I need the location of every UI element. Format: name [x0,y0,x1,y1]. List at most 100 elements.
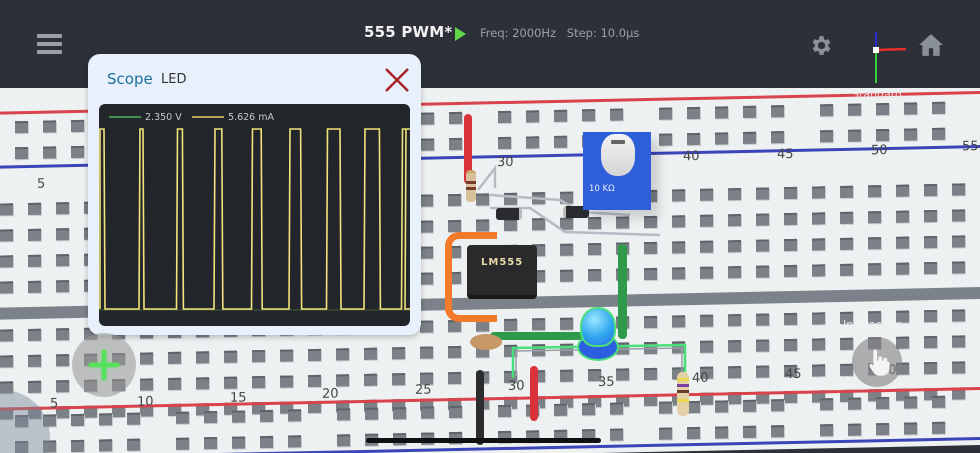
gear-icon[interactable] [808,33,833,58]
breadboard-hole[interactable] [728,366,741,379]
breadboard-hole[interactable] [232,436,245,449]
breadboard-hole[interactable] [840,263,853,276]
breadboard-hole[interactable] [420,320,433,333]
breadboard-hole[interactable] [498,110,511,124]
breadboard-hole[interactable] [812,364,825,377]
resistor-bottom[interactable] [677,372,689,416]
breadboard-hole[interactable] [224,350,237,363]
breadboard-hole[interactable] [288,435,301,448]
breadboard-hole[interactable] [924,361,937,375]
breadboard-hole[interactable] [28,380,41,393]
breadboard-hole[interactable] [99,439,112,452]
breadboard-hole[interactable] [43,120,56,133]
breadboard-hole[interactable] [71,145,84,159]
breadboard-hole[interactable] [784,238,797,252]
breadboard-hole[interactable] [728,314,741,327]
breadboard-hole[interactable] [924,183,937,197]
breadboard-hole[interactable] [554,109,567,122]
breadboard-hole[interactable] [771,425,784,438]
breadboard-hole[interactable] [924,209,937,223]
breadboard-hole[interactable] [127,438,140,451]
breadboard-hole[interactable] [420,346,433,359]
resistor-top[interactable] [466,170,476,202]
breadboard-hole[interactable] [896,210,909,223]
breadboard-hole[interactable] [421,112,434,125]
breadboard-hole[interactable] [840,237,853,250]
breadboard-hole[interactable] [554,403,567,416]
breadboard-hole[interactable] [876,422,889,436]
red-wire-top[interactable] [464,114,472,184]
breadboard-hole[interactable] [526,110,539,123]
breadboard-hole[interactable] [0,355,13,368]
breadboard-hole[interactable] [0,229,13,242]
breadboard-hole[interactable] [364,347,377,360]
breadboard-hole[interactable] [771,105,784,118]
breadboard-hole[interactable] [204,437,217,450]
breadboard-hole[interactable] [876,396,889,410]
breadboard-hole[interactable] [743,131,756,145]
breadboard-hole[interactable] [610,108,623,121]
breadboard-hole[interactable] [840,363,853,376]
breadboard-hole[interactable] [449,405,462,419]
breadboard-hole[interactable] [71,439,84,453]
breadboard-hole[interactable] [896,236,909,249]
breadboard-hole[interactable] [393,407,406,420]
black-wire[interactable] [476,370,484,445]
ceramic-capacitor[interactable] [470,334,502,350]
breadboard-hole[interactable] [700,240,713,253]
breadboard-hole[interactable] [784,212,797,226]
breadboard-hole[interactable] [848,397,861,410]
breadboard-hole[interactable] [771,399,784,412]
breadboard-hole[interactable] [0,255,13,268]
breadboard-hole[interactable] [526,136,539,149]
breadboard-hole[interactable] [554,135,567,148]
breadboard-hole[interactable] [659,107,672,120]
breadboard-hole[interactable] [176,437,189,450]
breadboard-hole[interactable] [0,203,13,216]
breadboard-hole[interactable] [421,406,434,419]
breadboard-hole[interactable] [659,401,672,414]
breadboard-hole[interactable] [924,235,937,249]
breadboard-hole[interactable] [421,138,434,151]
breadboard-hole[interactable] [56,254,69,267]
breadboard-hole[interactable] [896,336,909,349]
breadboard-hole[interactable] [56,228,69,241]
breadboard-hole[interactable] [176,411,189,424]
breadboard-hole[interactable] [784,312,797,326]
breadboard-hole[interactable] [252,350,265,363]
breadboard-hole[interactable] [659,133,672,146]
breadboard-hole[interactable] [610,428,623,441]
breadboard-hole[interactable] [924,335,937,349]
breadboard-hole[interactable] [952,309,965,322]
breadboard-hole[interactable] [232,410,245,423]
breadboard-hole[interactable] [644,267,657,281]
breadboard-hole[interactable] [28,228,41,241]
breadboard-hole[interactable] [448,345,461,359]
potentiometer-knob[interactable] [601,134,635,176]
breadboard-hole[interactable] [952,183,965,196]
breadboard-hole[interactable] [672,267,685,280]
breadboard-hole[interactable] [812,338,825,351]
breadboard-hole[interactable] [728,240,741,253]
breadboard-hole[interactable] [365,407,378,420]
breadboard-hole[interactable] [71,119,84,133]
breadboard-hole[interactable] [743,425,756,439]
breadboard-hole[interactable] [756,365,769,378]
breadboard-hole[interactable] [820,104,833,117]
breadboard-hole[interactable] [56,202,69,215]
breadboard-hole[interactable] [924,261,937,275]
breadboard-hole[interactable] [420,194,433,207]
add-component-button[interactable] [72,333,136,397]
breadboard-hole[interactable] [15,120,28,134]
breadboard-hole[interactable] [43,146,56,159]
breadboard-hole[interactable] [28,280,41,293]
breadboard-hole[interactable] [812,212,825,225]
breadboard-hole[interactable] [952,209,965,222]
breadboard-hole[interactable] [932,395,945,409]
breadboard-hole[interactable] [224,376,237,389]
breadboard-hole[interactable] [448,219,461,233]
breadboard-hole[interactable] [560,269,573,282]
breadboard-hole[interactable] [756,187,769,200]
breadboard-hole[interactable] [952,235,965,248]
breadboard-hole[interactable] [28,354,41,367]
